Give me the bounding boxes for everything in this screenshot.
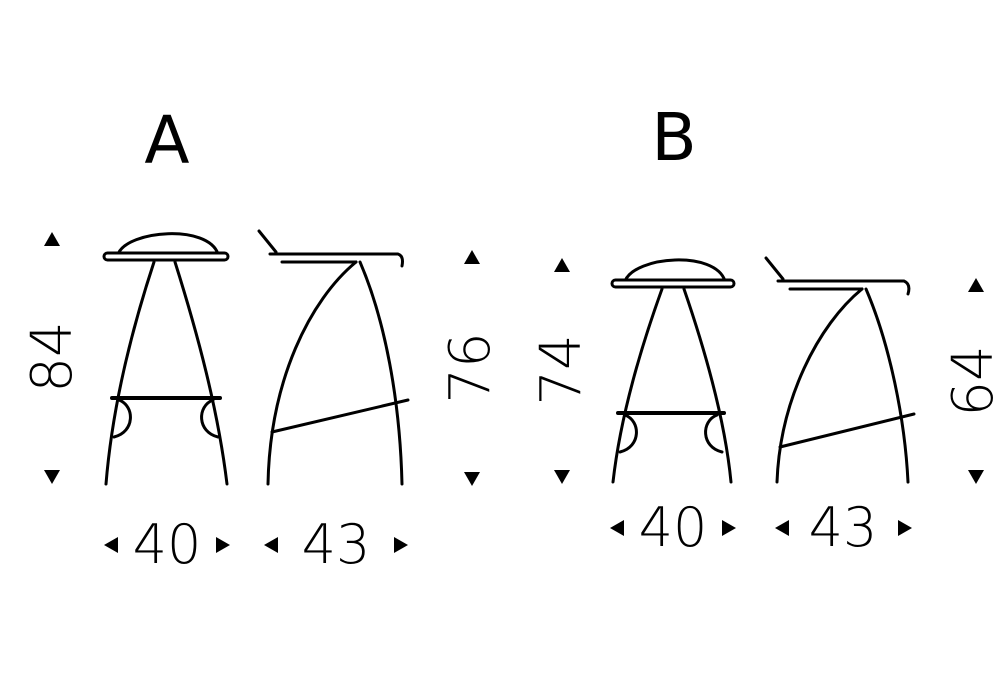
variant-a-front-width-value: 40 (133, 513, 202, 576)
front-leg (266, 260, 358, 486)
arrow-down-icon (44, 470, 60, 484)
arrow-down-icon (464, 472, 480, 486)
variant-b-side-height-dimension: 64 (941, 278, 1000, 484)
variant-b-front-height-dimension: 74 (529, 258, 594, 484)
variant-a-side-width-value: 43 (302, 513, 371, 576)
variant-a-side-width-dimension: 43 (264, 513, 408, 576)
left-leg (611, 287, 664, 484)
left-foot-loop (112, 398, 132, 439)
arrow-right-icon (722, 520, 736, 536)
rear-leg (864, 287, 910, 484)
arrow-up-icon (44, 232, 60, 246)
variant-a-front-width-dimension: 40 (104, 513, 230, 576)
arrow-left-icon (104, 537, 118, 553)
arrow-right-icon (216, 537, 230, 553)
variant-b-side-height-value: 64 (941, 345, 1000, 416)
variant-b-front-view (610, 258, 736, 484)
right-foot-loop (200, 398, 220, 439)
arrow-up-icon (464, 250, 480, 264)
variant-a-side-height-dimension: 76 (438, 250, 503, 486)
arrow-right-icon (898, 520, 912, 536)
arrow-up-icon (554, 258, 570, 272)
variant-a-label: A (144, 102, 189, 179)
seat-top (268, 252, 404, 268)
seat-rim (102, 251, 230, 262)
seat-top (776, 279, 911, 296)
variant-b-label: B (651, 99, 696, 176)
seat-cushion (623, 258, 727, 283)
front-leg (775, 287, 864, 484)
side-footrest (778, 412, 916, 449)
right-leg (682, 287, 733, 484)
arrow-down-icon (554, 470, 570, 484)
left-leg (104, 260, 156, 486)
arrow-up-icon (968, 278, 984, 292)
variant-b-front-width-dimension: 40 (610, 496, 736, 559)
right-leg (173, 260, 229, 486)
variant-b-front-height-value: 74 (529, 334, 594, 405)
arrow-down-icon (968, 470, 984, 484)
variant-a: A 84 76 (20, 102, 503, 576)
seat-cushion (116, 232, 220, 256)
variant-b-front-width-value: 40 (639, 496, 708, 559)
right-foot-loop (704, 413, 724, 454)
arrow-right-icon (394, 537, 408, 553)
seat-rim (610, 278, 736, 289)
variant-b-side-width-value: 43 (809, 496, 878, 559)
arrow-left-icon (610, 520, 624, 536)
variant-a-front-view (102, 232, 230, 486)
rear-leg (358, 260, 404, 486)
variant-b-side-view (764, 256, 916, 484)
variant-a-side-view (257, 229, 410, 486)
arrow-left-icon (775, 520, 789, 536)
arrow-left-icon (264, 537, 278, 553)
variant-a-front-height-value: 84 (20, 321, 85, 392)
backrest (764, 256, 785, 281)
variant-a-front-height-dimension: 84 (20, 232, 85, 484)
variant-b-side-width-dimension: 43 (775, 496, 912, 559)
variant-b: B 74 64 (529, 99, 1000, 559)
backrest (257, 229, 278, 254)
variant-a-side-height-value: 76 (438, 332, 503, 403)
left-foot-loop (618, 413, 638, 454)
side-footrest (270, 398, 410, 434)
